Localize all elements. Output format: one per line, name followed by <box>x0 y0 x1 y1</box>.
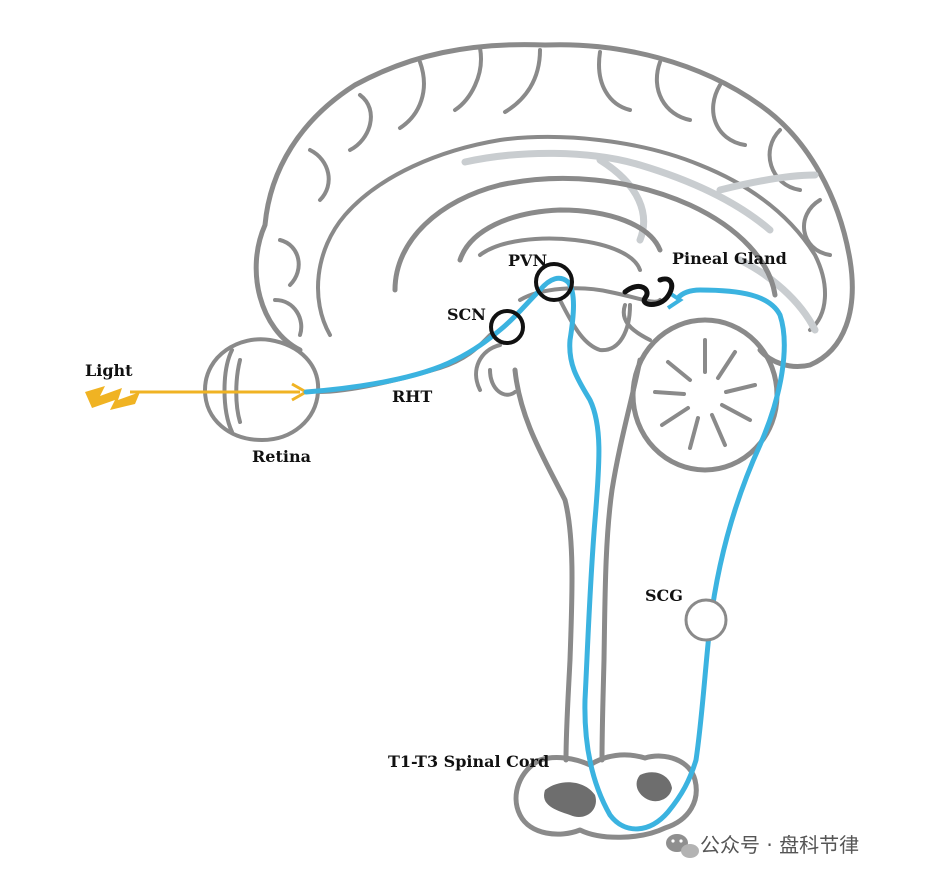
light-label: Light <box>85 361 133 380</box>
rht-label: RHT <box>392 387 432 406</box>
scg-ganglion <box>684 598 728 642</box>
scg-label: SCG <box>645 586 683 605</box>
pvn-label: PVN <box>508 251 547 270</box>
retina-label: Retina <box>252 447 311 466</box>
neural-pathway <box>303 275 787 832</box>
wechat-icon <box>666 834 699 858</box>
pineal-gland-label: Pineal Gland <box>672 249 787 268</box>
spinal-cross-section <box>513 752 699 840</box>
brainstem <box>474 298 643 763</box>
cerebellum <box>621 303 780 473</box>
pineal-gland-shape <box>622 276 675 307</box>
pvn-nucleus <box>534 262 574 302</box>
light-wave <box>85 382 310 410</box>
brain-outline <box>253 42 855 369</box>
scn-nucleus <box>489 309 525 345</box>
watermark-text: 公众号 · 盘科节律 <box>700 833 859 857</box>
spinal-cord-label: T1-T3 Spinal Cord <box>388 752 549 771</box>
scn-label: SCN <box>447 305 486 324</box>
watermark: 公众号 · 盘科节律 <box>666 833 859 858</box>
